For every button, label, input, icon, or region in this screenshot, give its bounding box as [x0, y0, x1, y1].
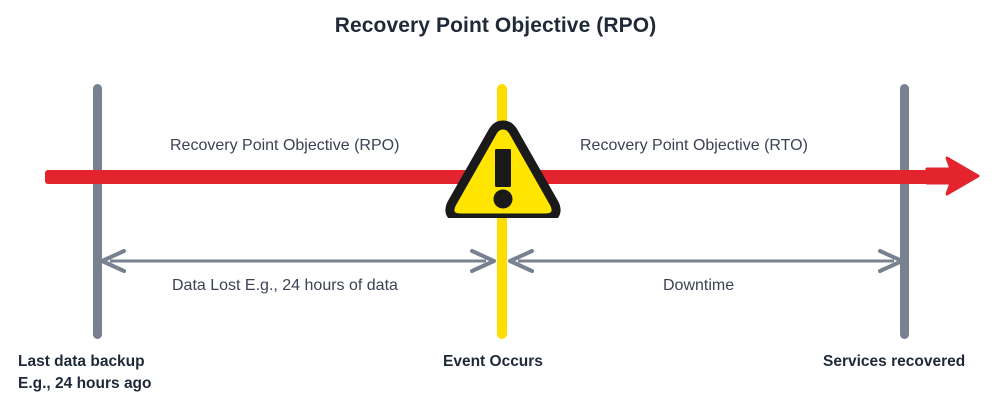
span-label-rpo: Recovery Point Objective (RPO): [170, 137, 400, 154]
marker-bar-services-recovered: [900, 84, 909, 339]
marker-bar-last-backup: [93, 84, 102, 339]
measure-arrow-data-lost: [96, 248, 500, 274]
warning-triangle-icon: [444, 118, 562, 218]
endpoint-last-backup-line2: E.g., 24 hours ago: [18, 375, 152, 392]
caption-downtime: Downtime: [663, 277, 735, 294]
caption-data-lost: Data Lost E.g., 24 hours of data: [172, 277, 398, 294]
span-label-rto: Recovery Point Objective (RTO): [580, 137, 808, 154]
endpoint-last-backup-line1: Last data backup: [18, 353, 145, 370]
measure-arrow-downtime: [504, 248, 908, 274]
endpoint-label-last-backup: Last data backup E.g., 24 hours ago: [18, 351, 152, 395]
page-title: Recovery Point Objective (RPO): [334, 14, 657, 37]
endpoint-label-services-recovered: Services recovered: [823, 353, 966, 370]
endpoint-label-event-occurs: Event Occurs: [443, 353, 543, 370]
